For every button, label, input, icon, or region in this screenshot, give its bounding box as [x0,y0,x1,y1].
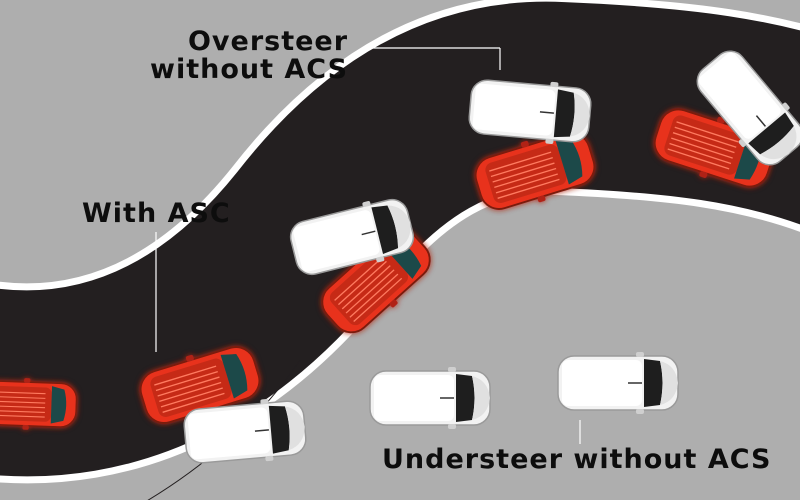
red-car-1 [0,375,79,433]
with-asc-label: With ASC [82,198,231,229]
white-van-3 [557,351,679,415]
understeer-label: Understeer without ACS [382,444,772,475]
oversteer-label-line2: without ACS [150,54,349,85]
oversteer-label: Oversteer without ACS [150,28,348,84]
white-van-2 [369,366,491,430]
label-guides [155,47,581,444]
oversteer-label-line1: Oversteer [187,26,349,57]
